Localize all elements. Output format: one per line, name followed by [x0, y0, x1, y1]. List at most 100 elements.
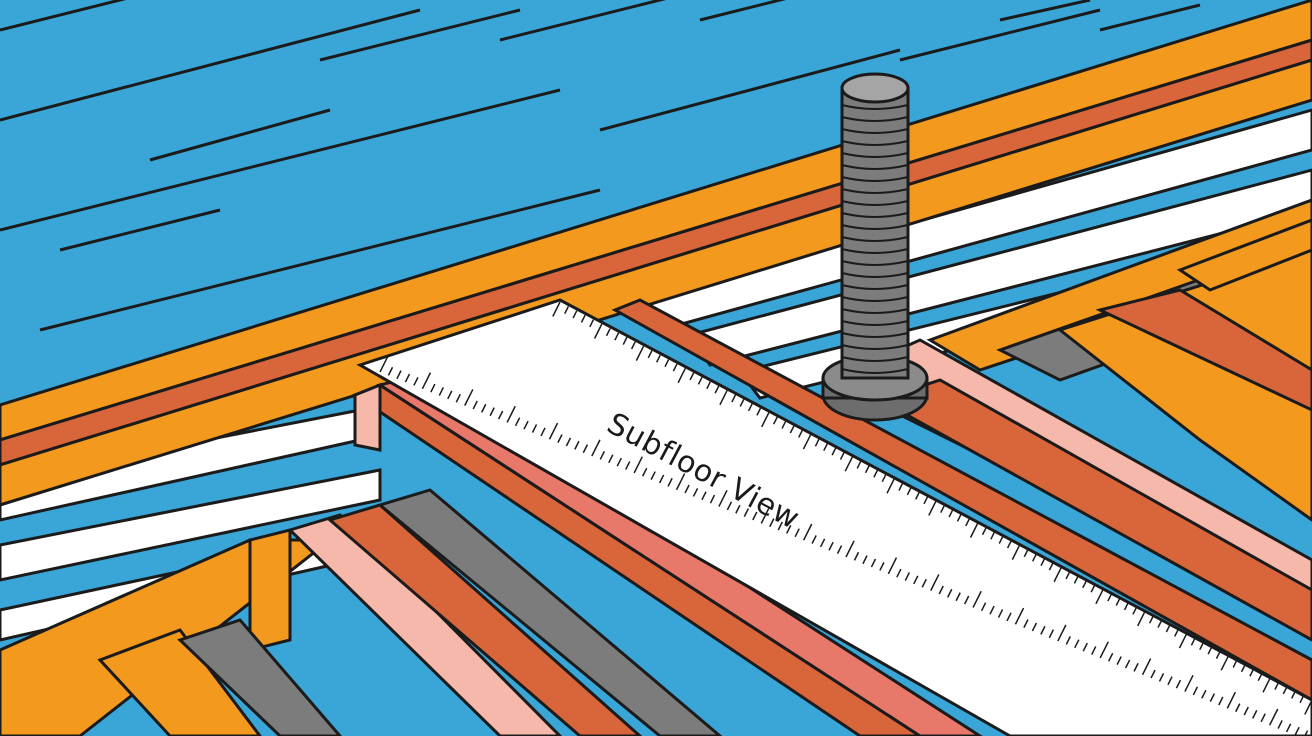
ruler-tick	[655, 354, 661, 363]
ruler-tick	[980, 602, 987, 612]
ruler-tick	[1165, 624, 1171, 633]
ruler-tick	[1304, 699, 1312, 715]
ruler-tick	[823, 443, 829, 452]
ruler-tick	[1294, 726, 1300, 736]
ruler-tick	[1282, 686, 1288, 695]
ruler-tick	[990, 531, 996, 540]
ruler-tick	[1074, 639, 1080, 649]
ruler-tick	[1174, 628, 1179, 637]
ruler-tick	[1082, 642, 1088, 652]
ruler-tick	[630, 341, 636, 350]
ruler-tick	[565, 437, 572, 447]
ruler-tick	[726, 501, 733, 511]
ruler-tick	[1115, 597, 1121, 606]
ruler-tick	[421, 372, 432, 390]
ruler-tick	[684, 484, 690, 494]
ruler-tick	[981, 527, 987, 536]
ruler-tick	[1158, 673, 1165, 682]
ruler-tick	[1023, 619, 1029, 628]
bolt-thread	[841, 152, 909, 158]
ruler-tick	[1150, 669, 1156, 679]
ruler-tick	[506, 405, 516, 423]
ruler-tick	[650, 471, 656, 480]
ruler-tick	[739, 398, 745, 407]
ruler-tick	[1006, 612, 1012, 622]
ruler-tick	[438, 387, 445, 396]
ruler-tick	[1218, 696, 1224, 706]
ruler-tick	[540, 427, 546, 437]
ruler-tick	[747, 403, 753, 412]
ruler-tick	[608, 454, 614, 464]
bolt-thread	[841, 284, 909, 290]
ruler-tick	[864, 465, 870, 474]
ruler-tick	[1053, 566, 1063, 583]
bolt-thread	[841, 260, 909, 266]
bolt-thread	[841, 224, 909, 230]
ruler-tick	[413, 377, 419, 386]
joist-frame-left	[0, 488, 723, 736]
ruler-tick	[557, 434, 563, 443]
ruler-tick	[622, 337, 628, 345]
ruler-tick	[802, 434, 812, 450]
bolt-thread	[841, 188, 909, 194]
bolt-thread	[841, 272, 909, 278]
ruler-tick	[472, 400, 478, 410]
ruler-tick	[625, 461, 631, 470]
ruler-tick	[955, 592, 961, 602]
ruler-tick	[963, 595, 970, 605]
ruler-tick	[761, 412, 770, 428]
ruler-tick	[647, 350, 653, 359]
ruler-tick	[1148, 615, 1154, 624]
ruler-tick	[531, 424, 538, 433]
ruler-tick	[938, 585, 944, 595]
ruler-tick	[928, 500, 937, 516]
ruler-tick	[1304, 730, 1309, 736]
ruler-tick	[956, 513, 962, 522]
ruler-tick	[969, 522, 979, 538]
ruler-tick	[572, 310, 578, 319]
ruler-tick	[930, 574, 940, 591]
ruler-tick	[489, 407, 495, 417]
ruler-tick	[802, 523, 813, 541]
ruler-tick	[616, 457, 622, 467]
ruler-tick	[781, 421, 787, 429]
ruler-tick	[1065, 571, 1071, 580]
ruler-tick	[1048, 562, 1054, 571]
ruler-tick	[989, 605, 995, 615]
ruler-tick	[582, 444, 589, 454]
ruler-tick	[605, 328, 611, 337]
ruler-tick	[1232, 659, 1238, 668]
ruler-tick	[593, 323, 603, 339]
ruler-tick	[845, 540, 855, 558]
ruler-tick	[1107, 593, 1113, 602]
ruler-tick	[1268, 708, 1279, 726]
ruler-tick	[786, 525, 792, 534]
ruler-tick	[948, 509, 954, 518]
ruler-tick	[1184, 675, 1194, 692]
ruler-tick	[1082, 580, 1088, 589]
bolt-thread	[841, 368, 909, 374]
ruler-tick	[1277, 720, 1283, 729]
ruler-tick	[1192, 686, 1199, 696]
ruler-tick	[396, 370, 402, 380]
ruler-tick	[714, 385, 720, 394]
ruler-tick	[447, 390, 453, 400]
ruler-tick	[672, 363, 678, 372]
ruler-tick	[923, 496, 929, 505]
ruler-tick	[921, 578, 927, 588]
ruler-tick	[904, 572, 911, 581]
ruler-tick	[552, 301, 561, 317]
ruler-tick	[1157, 620, 1163, 628]
ruler-tick	[777, 521, 783, 531]
ruler-tick	[580, 314, 586, 323]
ruler-tick	[1209, 693, 1216, 702]
ruler-tick	[886, 478, 895, 494]
ruler-tick	[752, 511, 758, 521]
ruler-tick	[915, 491, 920, 500]
bolt-thread	[841, 200, 909, 206]
ruler-tick	[735, 504, 741, 514]
ruler-tick	[633, 456, 643, 474]
bolt-thread	[841, 320, 909, 326]
ruler-tick	[667, 477, 673, 487]
